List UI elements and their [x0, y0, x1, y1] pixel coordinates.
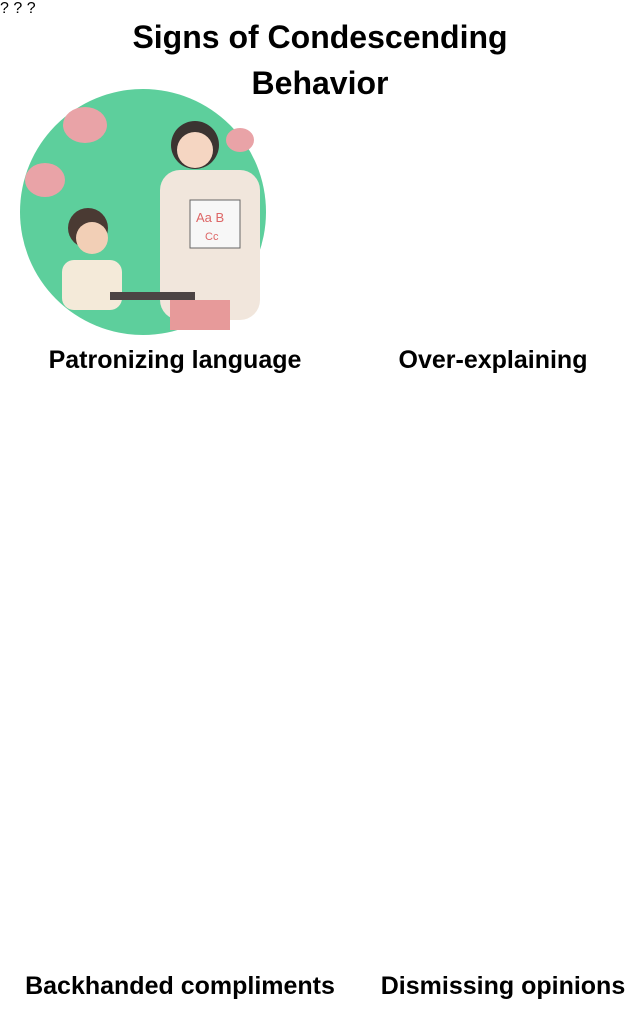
label-backhanded-compliments: Backhanded compliments [25, 972, 335, 1000]
card-text-2: Cc [205, 231, 219, 243]
patronizing-language-illustration: Aa B Cc [20, 89, 266, 335]
label-dismissing-opinions: Dismissing opinions [380, 972, 626, 1000]
page-title: Signs of Condescending Behavior [0, 14, 640, 106]
label-over-explaining: Over-explaining [398, 346, 588, 374]
label-patronizing-language: Patronizing language [48, 346, 302, 374]
title-line-1: Signs of Condescending [132, 19, 508, 55]
over-explaining-illustration: ? ? ? [0, 0, 36, 17]
title-line-2: Behavior [251, 65, 389, 101]
card-text-1: Aa B [196, 210, 224, 225]
